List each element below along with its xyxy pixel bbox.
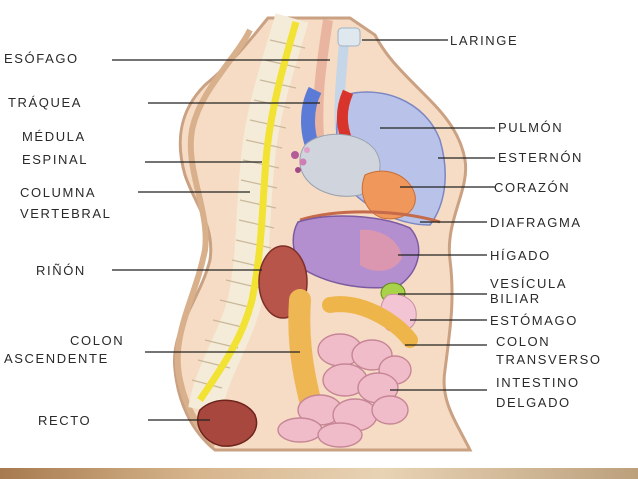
label-intestino-delgado: INTESTINO DELGADO bbox=[496, 375, 580, 410]
label-traquea: TRÁQUEA bbox=[8, 95, 82, 110]
label-vesicula-biliar: VESÍCULA BILIAR bbox=[490, 276, 567, 306]
label-diafragma: DIAFRAGMA bbox=[490, 215, 582, 230]
label-recto: RECTO bbox=[38, 413, 91, 428]
label-laringe: LARINGE bbox=[450, 33, 518, 48]
label-estomago: ESTÓMAGO bbox=[490, 313, 578, 328]
ascending-colon bbox=[299, 300, 310, 400]
rectum bbox=[198, 400, 257, 446]
label-colon-ascendente: COLON ASCENDENTE bbox=[70, 333, 124, 366]
label-columna-vertebral: COLUMNA VERTEBRAL bbox=[20, 185, 111, 221]
larynx bbox=[338, 28, 360, 46]
label-esternon: ESTERNÓN bbox=[498, 150, 583, 165]
label-rinon: RIÑÓN bbox=[36, 263, 86, 278]
label-pulmon: PULMÓN bbox=[498, 120, 563, 135]
label-esofago: ESÓFAGO bbox=[4, 51, 79, 66]
label-higado: HÍGADO bbox=[490, 248, 551, 263]
label-colon-transverso: COLON TRANSVERSO bbox=[496, 334, 602, 367]
label-medula-espinal: MÉDULA ESPINAL bbox=[22, 129, 88, 167]
bottom-strip bbox=[0, 468, 638, 479]
label-corazon: CORAZÓN bbox=[494, 180, 570, 195]
